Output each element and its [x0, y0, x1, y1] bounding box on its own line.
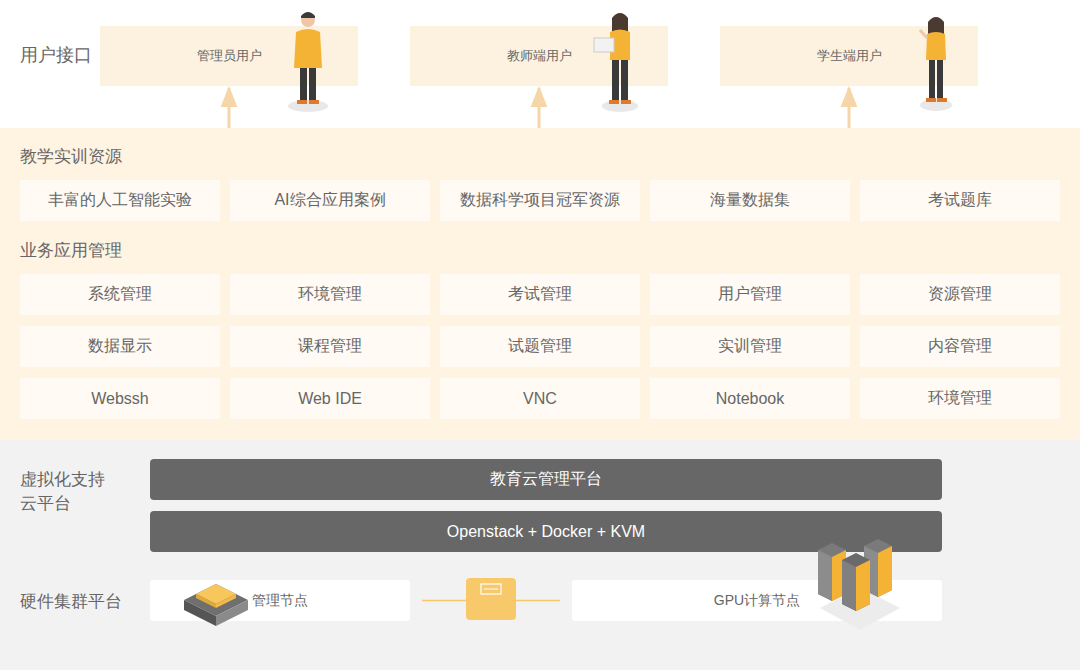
- box-label: 教育云管理平台: [490, 469, 602, 490]
- box-label: 实训管理: [718, 336, 782, 357]
- illustration-part: [621, 100, 631, 104]
- module-box: AI综合应用案例: [230, 180, 430, 221]
- box-label: 数据科学项目冠军资源: [460, 190, 620, 211]
- module-box: 海量数据集: [650, 180, 850, 221]
- module-box: VNC: [440, 378, 640, 419]
- illustration-part: [301, 13, 315, 27]
- module-box: 内容管理: [860, 326, 1060, 367]
- module-box: 环境管理: [230, 274, 430, 315]
- illustration-part: [297, 100, 307, 104]
- module-box: 学生端用户: [720, 26, 978, 86]
- module-box: 考试题库: [860, 180, 1060, 221]
- module-box: 试题管理: [440, 326, 640, 367]
- illustration-part: [602, 100, 638, 112]
- box-label: 试题管理: [508, 336, 572, 357]
- box-label: 环境管理: [928, 388, 992, 409]
- box-label: 数据显示: [88, 336, 152, 357]
- box-label: 海量数据集: [710, 190, 790, 211]
- module-box: 丰富的人工智能实验: [20, 180, 220, 221]
- connector-line: [538, 88, 541, 128]
- box-label: 学生端用户: [817, 47, 882, 65]
- box-label: 内容管理: [928, 336, 992, 357]
- module-box: Web IDE: [230, 378, 430, 419]
- illustration-part: [937, 98, 947, 102]
- box-label: 课程管理: [298, 336, 362, 357]
- module-box: 数据显示: [20, 326, 220, 367]
- module-box: 系统管理: [20, 274, 220, 315]
- module-box: 环境管理: [860, 378, 1060, 419]
- module-box: 管理节点: [150, 580, 410, 621]
- box-label: 环境管理: [298, 284, 362, 305]
- module-box: Openstack + Docker + KVM: [150, 511, 942, 552]
- layer-band: 虚拟化支持 云平台硬件集群平台 教育云管理平台 Openstack + Docker…: [0, 440, 1080, 670]
- connector-line: [848, 88, 851, 128]
- box-label: 系统管理: [88, 284, 152, 305]
- box-label: 教师端用户: [507, 47, 572, 65]
- illustration-part: [920, 99, 952, 111]
- module-box: Webssh: [20, 378, 220, 419]
- box-label: VNC: [523, 390, 557, 408]
- module-box: Notebook: [650, 378, 850, 419]
- illustration-part: [309, 100, 319, 104]
- layer-heading: 教学实训资源: [20, 145, 122, 168]
- box-label: Openstack + Docker + KVM: [447, 523, 645, 541]
- box-label: Webssh: [91, 390, 149, 408]
- module-box: 管理员用户: [100, 26, 358, 86]
- module-box: GPU计算节点: [572, 580, 942, 621]
- box-label: 管理节点: [252, 592, 308, 610]
- box-label: 资源管理: [928, 284, 992, 305]
- illustration-part: [609, 100, 619, 104]
- layer-heading: 硬件集群平台: [20, 590, 122, 613]
- layer-heading: 虚拟化支持 云平台: [20, 468, 115, 516]
- illustration-part: [288, 100, 328, 112]
- layer-heading: 业务应用管理: [20, 239, 122, 262]
- box-label: 丰富的人工智能实验: [48, 190, 192, 211]
- box-label: Web IDE: [298, 390, 362, 408]
- layer-heading: 用户接口: [20, 43, 92, 67]
- box-label: 考试题库: [928, 190, 992, 211]
- connector-line: [228, 88, 231, 128]
- illustration-part: [926, 98, 936, 102]
- module-box: 教育云管理平台: [150, 459, 942, 500]
- illustration-part: [613, 13, 627, 27]
- box-label: 管理员用户: [197, 47, 262, 65]
- module-box: 课程管理: [230, 326, 430, 367]
- module-box: 资源管理: [860, 274, 1060, 315]
- illustration-part: [301, 12, 315, 18]
- layer-band: 教学实训资源业务应用管理 丰富的人工智能实验 AI综合应用案例 数据科学项目冠军资源 海…: [0, 128, 1080, 440]
- module-box: 实训管理: [650, 326, 850, 367]
- module-box: 用户管理: [650, 274, 850, 315]
- module-box: 数据科学项目冠军资源: [440, 180, 640, 221]
- module-box: 教师端用户: [410, 26, 668, 86]
- box-label: 用户管理: [718, 284, 782, 305]
- box-label: AI综合应用案例: [274, 190, 385, 211]
- module-box: 考试管理: [440, 274, 640, 315]
- box-label: 考试管理: [508, 284, 572, 305]
- box-label: Notebook: [716, 390, 785, 408]
- box-label: GPU计算节点: [714, 592, 800, 610]
